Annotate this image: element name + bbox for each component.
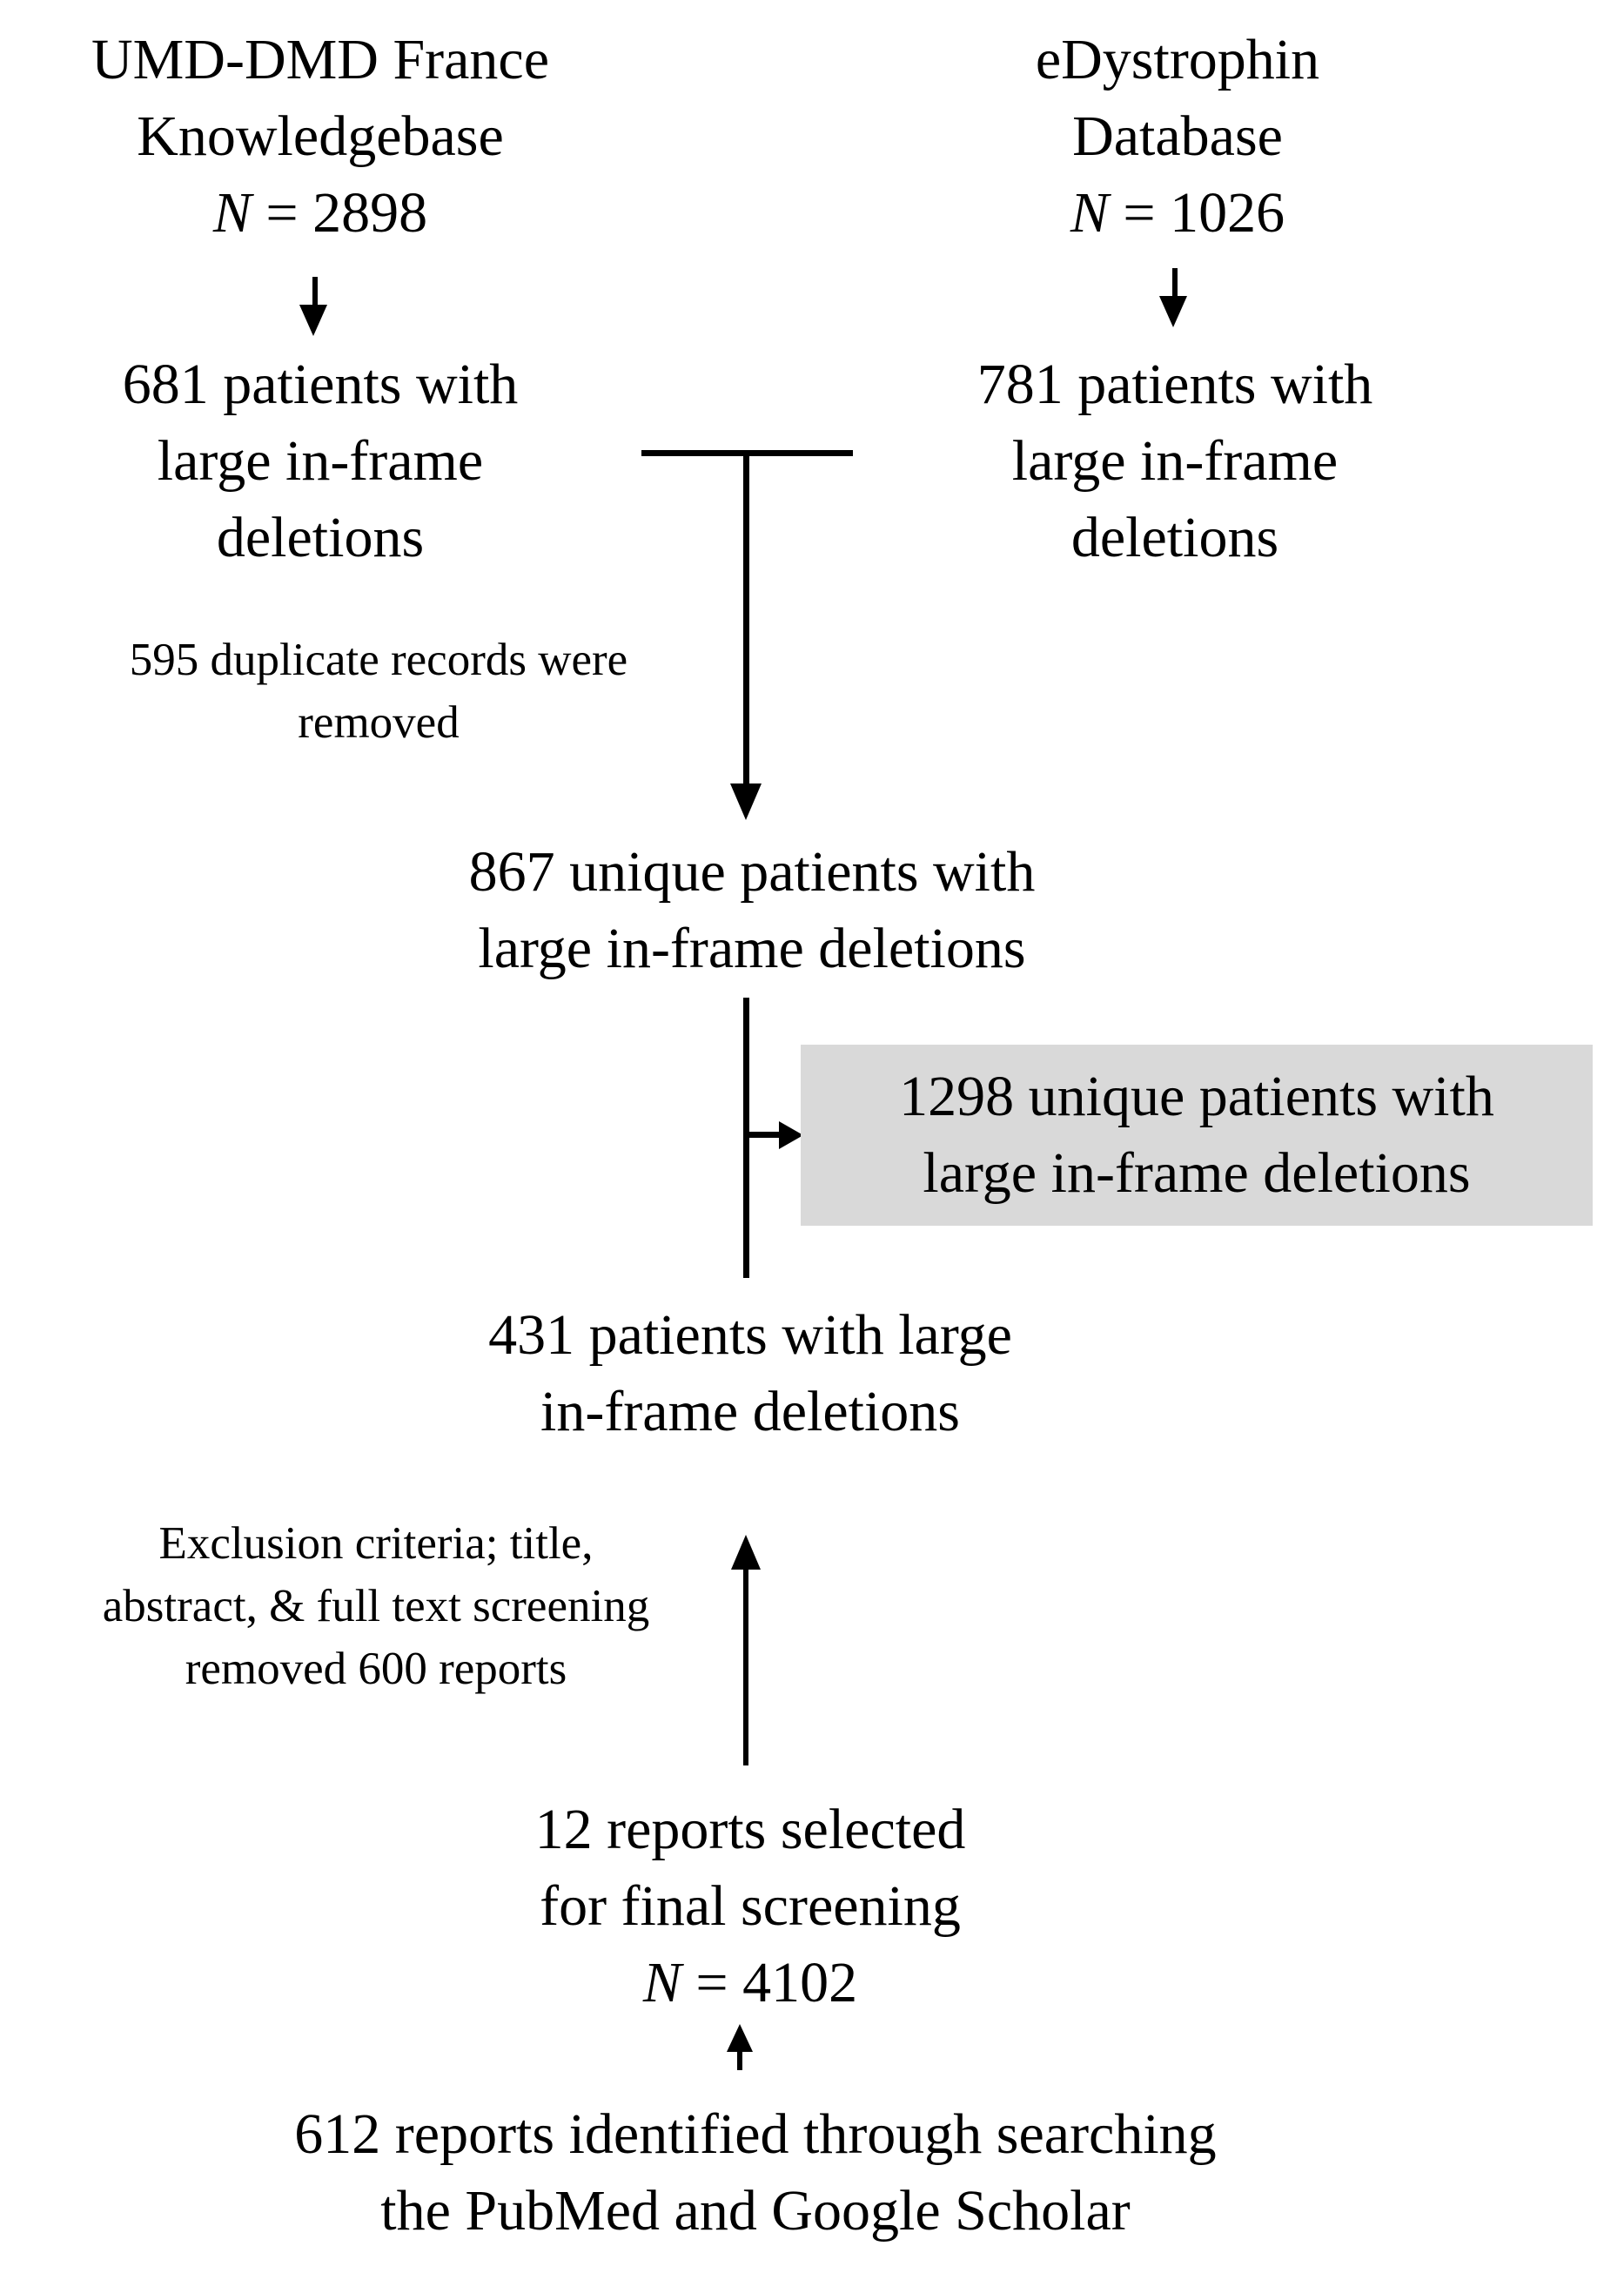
arrow-shaft [312,277,318,306]
node-edystrophin-source: eDystrophin Database N = 1026 [916,22,1439,252]
arrow-shaft [737,2048,742,2070]
n-value: = 2898 [251,181,428,245]
text-line: deletions [216,506,425,569]
arrow-head-down-icon [1159,296,1187,327]
arrow-head-up-icon [727,2024,753,2052]
text-line: large in-frame [157,429,484,493]
arrow-head-down-icon [730,783,762,820]
text-line: 781 patients with [976,353,1373,416]
text-line: 867 unique patients with [468,840,1036,904]
text-line: the PubMed and Google Scholar [380,2179,1131,2243]
text-line: eDystrophin [1035,28,1320,91]
text-line: deletions [1070,506,1279,569]
n-count: N = 4102 [402,1945,1098,2021]
node-431-patients: 431 patients with large in-frame deletio… [402,1297,1098,1450]
node-612-reports: 612 reports identified through searching… [103,2096,1408,2249]
text-line: 681 patients with [122,353,519,416]
text-line: Knowledgebase [137,104,504,168]
arrow-shaft [1172,268,1178,298]
text-line: 612 reports identified through searching [294,2102,1217,2166]
text-line: 12 reports selected [534,1798,966,1861]
text-line: in-frame deletions [540,1380,960,1443]
arrow-head-up-icon [731,1535,761,1570]
text-line: large in-frame [1011,429,1339,493]
n-symbol: N [642,1951,681,2014]
label-exclusion-criteria: Exclusion criteria; title, abstract, & f… [45,1512,707,1700]
text-line: large in-frame deletions [923,1141,1471,1205]
branch-shaft [746,1132,782,1138]
node-12-reports: 12 reports selected for final screening … [402,1792,1098,2021]
flow-line-vertical [743,998,749,1278]
n-count: N = 2898 [59,175,581,252]
text-line: for final screening [540,1874,961,1938]
arrow-head-right-icon [779,1121,803,1149]
text-line: large in-frame deletions [478,917,1026,980]
text-line: 1298 unique patients with [899,1065,1494,1128]
n-count: N = 1026 [916,175,1439,252]
text-line: abstract, & full text screening [102,1581,650,1631]
text-line: 431 patients with large [488,1303,1012,1367]
text-line: Exclusion criteria; title, [158,1518,594,1569]
n-symbol: N [212,181,252,245]
node-781-patients: 781 patients with large in-frame deletio… [914,346,1436,576]
arrow-shaft [743,1565,748,1765]
arrow-head-down-icon [299,305,327,336]
n-value: = 1026 [1108,181,1285,245]
text-line: 595 duplicate records were [129,635,628,685]
node-867-unique: 867 unique patients with large in-frame … [360,834,1144,987]
n-value: = 4102 [681,1951,858,2014]
text-line: UMD-DMD France [91,28,550,91]
node-681-patients: 681 patients with large in-frame deletio… [59,346,581,576]
n-symbol: N [1070,181,1109,245]
text-line: Database [1072,104,1283,168]
text-line: removed 600 reports [185,1644,567,1694]
t-connector-vertical [743,450,749,785]
highlighted-box: 1298 unique patients with large in-frame… [801,1045,1593,1226]
node-umd-source: UMD-DMD France Knowledgebase N = 2898 [59,22,581,252]
text-line: removed [298,697,460,748]
label-595-duplicates: 595 duplicate records were removed [48,629,709,754]
